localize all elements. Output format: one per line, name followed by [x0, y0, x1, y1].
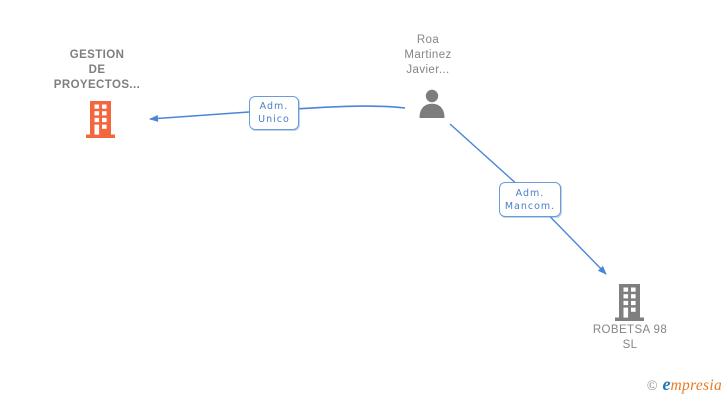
relation-label-line: Unico [258, 114, 290, 125]
relation-label-line: Mancom. [504, 200, 556, 212]
relation-label-adm-mancom: Adm. Mancom. [499, 182, 561, 217]
entity-label-line: Javier... [406, 64, 450, 76]
relation-label-adm-unico: Adm. Unico [249, 96, 299, 130]
entity-label-line: ROBETSA 98 [592, 324, 668, 336]
building-icon[interactable] [86, 101, 115, 143]
entity-label-line: SL [622, 339, 638, 351]
relation-label-line: Adm. [259, 101, 289, 112]
logo-text-first: e [662, 374, 671, 394]
logo-text-rest: mpresia [670, 377, 722, 394]
copyright-icon: © [646, 379, 658, 394]
entity-label-robetsa[interactable]: ROBETSA 98 SL [560, 323, 700, 353]
person-icon[interactable] [417, 89, 447, 124]
entity-label-line: PROYECTOS... [53, 79, 141, 91]
building-icon[interactable] [615, 284, 644, 326]
entity-label-line: GESTION [69, 49, 125, 61]
entity-label-line: DE [88, 64, 106, 76]
entity-label-line: Roa [416, 34, 440, 46]
entity-label-gestion[interactable]: GESTION DE PROYECTOS... [27, 48, 167, 93]
entity-label-line: Martinez [404, 49, 452, 61]
relation-label-line: Adm. [515, 187, 545, 199]
empresia-logo[interactable]: © e mpresia [647, 374, 722, 395]
entity-label-roa[interactable]: Roa Martinez Javier... [358, 33, 498, 78]
